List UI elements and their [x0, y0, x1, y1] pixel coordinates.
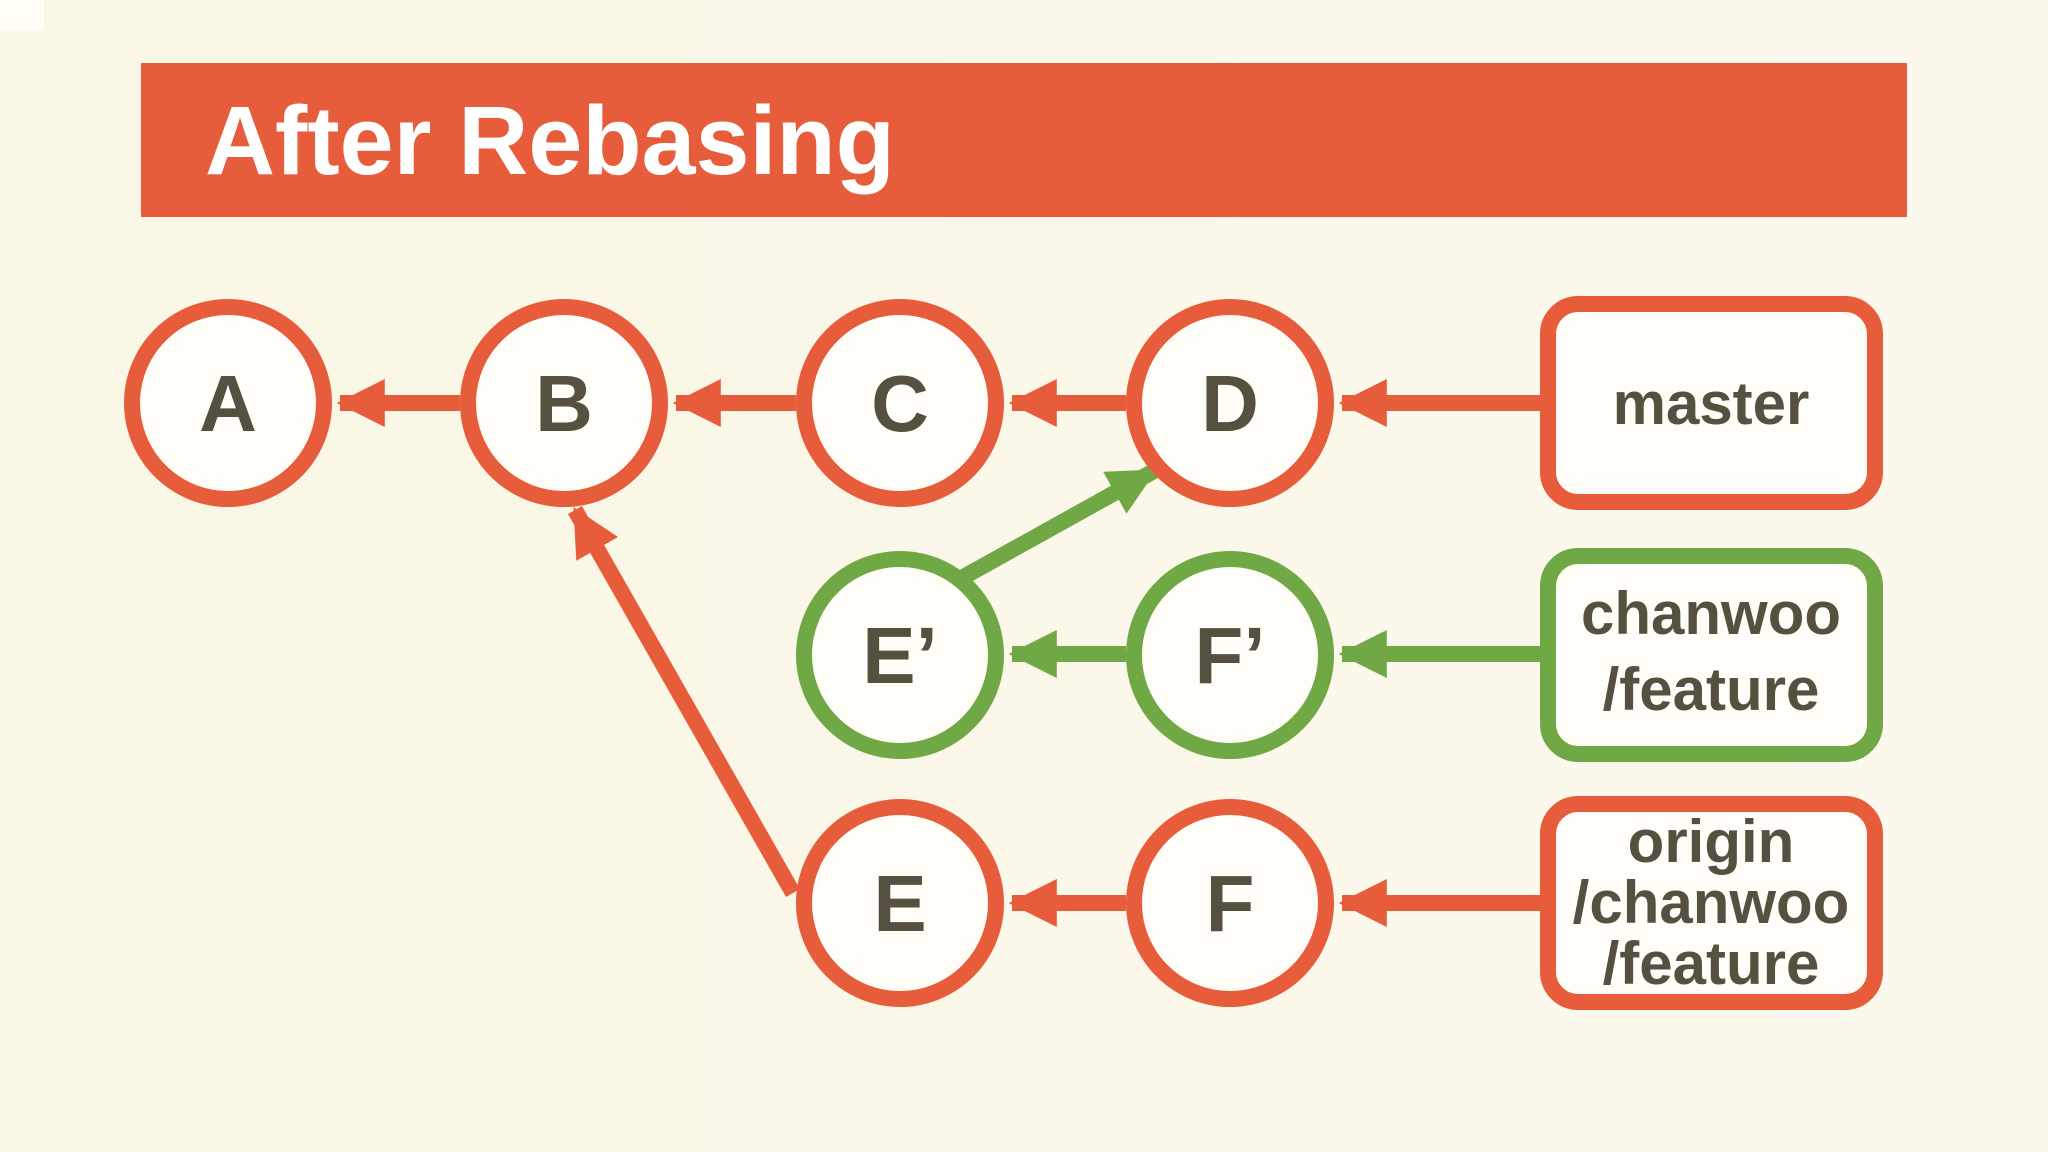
commit-label-e: E	[873, 859, 926, 948]
corner-artifact	[0, 0, 44, 30]
branch-box-chanwoo-feature	[1540, 548, 1883, 762]
branch-text-chanwoo-line2: /feature	[1603, 656, 1820, 723]
branch-text-master: master	[1613, 370, 1810, 437]
commit-circle-d	[1126, 299, 1334, 507]
commit-circle-e	[796, 799, 1004, 1007]
branch-text-origin-line2: /chanwoo	[1573, 869, 1850, 936]
commit-label-e-prime: E’	[862, 611, 938, 700]
commit-node-e: E	[796, 799, 1004, 1007]
branch-box-origin-chanwoo-feature	[1540, 796, 1883, 1010]
commit-node-f-prime: F’	[1126, 551, 1334, 759]
edges	[336, 379, 1548, 927]
branch-box-master	[1540, 296, 1883, 510]
branch-text-origin-line3: /feature	[1603, 930, 1820, 997]
commit-label-f: F	[1206, 859, 1255, 948]
branch-label-master: master	[1540, 296, 1883, 510]
commit-circle-f	[1126, 799, 1334, 1007]
edge-e-to-b	[568, 506, 800, 897]
commit-node-f: F	[1126, 799, 1334, 1007]
commit-node-e-prime: E’	[796, 551, 1004, 759]
branch-label-origin-chanwoo-feature: origin /chanwoo /feature	[1540, 796, 1883, 1010]
commit-circle-b	[460, 299, 668, 507]
edge-eprime-to-d	[954, 464, 1158, 587]
title-bar: After Rebasing	[141, 63, 1907, 217]
commit-circle-f-prime	[1126, 551, 1334, 759]
page-title: After Rebasing	[205, 85, 895, 195]
branch-labels: master chanwoo /feature origin /chanwoo …	[1540, 296, 1883, 1010]
commit-label-a: A	[199, 359, 257, 448]
commit-node-d: D	[1126, 299, 1334, 507]
commit-node-a: A	[124, 299, 332, 507]
commit-label-b: B	[535, 359, 593, 448]
commit-node-c: C	[796, 299, 1004, 507]
commit-label-c: C	[871, 359, 929, 448]
commit-circle-a	[124, 299, 332, 507]
commit-label-f-prime: F’	[1194, 611, 1265, 700]
commit-circle-c	[796, 299, 1004, 507]
commit-nodes: A B C D E’ F’	[124, 299, 1334, 1007]
commit-label-d: D	[1201, 359, 1259, 448]
commit-circle-e-prime	[796, 551, 1004, 759]
branch-label-chanwoo-feature: chanwoo /feature	[1540, 548, 1883, 762]
commit-node-b: B	[460, 299, 668, 507]
branch-text-chanwoo-line1: chanwoo	[1581, 580, 1841, 647]
branch-text-origin-line1: origin	[1628, 808, 1795, 875]
